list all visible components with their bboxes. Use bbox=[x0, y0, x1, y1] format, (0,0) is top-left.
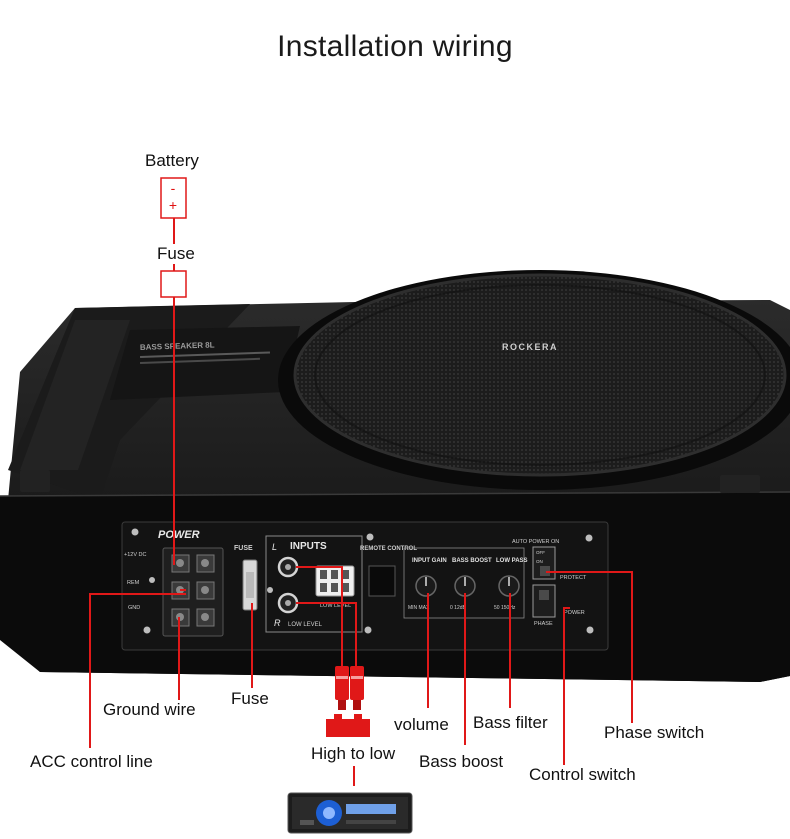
control-panel: POWER +12V DC REM GND FUSE L INPUTS R LO… bbox=[121, 521, 609, 651]
high-to-low-converter-icon bbox=[326, 714, 370, 737]
battery-label: Battery bbox=[142, 151, 202, 171]
ground-wire-label: Ground wire bbox=[100, 700, 199, 720]
rca-plugs bbox=[335, 666, 364, 710]
high-to-low-label: High to low bbox=[308, 744, 399, 764]
remote-control-port bbox=[368, 565, 396, 597]
svg-text:-: - bbox=[171, 180, 176, 196]
fuse-box bbox=[160, 270, 187, 298]
bass-filter-label: Bass filter bbox=[470, 713, 551, 733]
car-stereo-icon bbox=[287, 792, 413, 834]
svg-text:REM: REM bbox=[127, 580, 140, 586]
svg-text:BASS BOOST: BASS BOOST bbox=[452, 558, 492, 564]
brand-logo: ROCKERA bbox=[502, 342, 558, 352]
svg-text:50 150Hz: 50 150Hz bbox=[494, 605, 516, 611]
power-label: POWER bbox=[158, 529, 200, 541]
fuse-bottom-label: Fuse bbox=[228, 689, 272, 709]
svg-text:PROTECT: PROTECT bbox=[560, 575, 587, 581]
fuse-top-label: Fuse bbox=[154, 244, 198, 264]
phase-switch-label: Phase switch bbox=[601, 723, 708, 743]
battery-box: - + bbox=[160, 177, 187, 219]
svg-text:OFF: OFF bbox=[536, 550, 545, 555]
page-title: Installation wiring bbox=[277, 30, 513, 63]
svg-text:L: L bbox=[272, 542, 277, 552]
svg-text:0 12dB: 0 12dB bbox=[450, 605, 467, 611]
svg-text:POWER: POWER bbox=[564, 610, 585, 616]
svg-text:INPUT GAIN: INPUT GAIN bbox=[412, 558, 447, 564]
speaker-grille: ROCKERA bbox=[278, 270, 790, 490]
volume-label: volume bbox=[391, 715, 452, 735]
model-label: BASS SPEAKER 8L bbox=[140, 340, 270, 364]
svg-text:R: R bbox=[274, 618, 281, 628]
bass-boost-label: Bass boost bbox=[416, 752, 507, 772]
svg-text:AUTO POWER ON: AUTO POWER ON bbox=[512, 539, 559, 545]
svg-text:+12V DC: +12V DC bbox=[124, 552, 146, 558]
svg-text:ON: ON bbox=[536, 559, 543, 564]
svg-text:REMOTE CONTROL: REMOTE CONTROL bbox=[360, 546, 417, 552]
svg-text:LOW PASS: LOW PASS bbox=[496, 558, 528, 564]
svg-text:LOW LEVEL: LOW LEVEL bbox=[320, 603, 351, 609]
svg-text:+: + bbox=[169, 197, 177, 213]
svg-text:FUSE: FUSE bbox=[234, 545, 253, 552]
acc-control-line-label: ACC control line bbox=[27, 752, 156, 772]
phase-switch bbox=[532, 584, 556, 618]
svg-text:MIN MAX: MIN MAX bbox=[408, 605, 430, 611]
svg-text:BASS SPEAKER 8L: BASS SPEAKER 8L bbox=[140, 340, 215, 352]
wiring-lines bbox=[89, 218, 633, 786]
svg-text:PHASE: PHASE bbox=[534, 621, 553, 627]
control-switch-label: Control switch bbox=[526, 765, 639, 785]
svg-text:GND: GND bbox=[128, 605, 140, 611]
svg-text:LOW LEVEL: LOW LEVEL bbox=[288, 622, 323, 628]
svg-text:INPUTS: INPUTS bbox=[290, 541, 327, 552]
